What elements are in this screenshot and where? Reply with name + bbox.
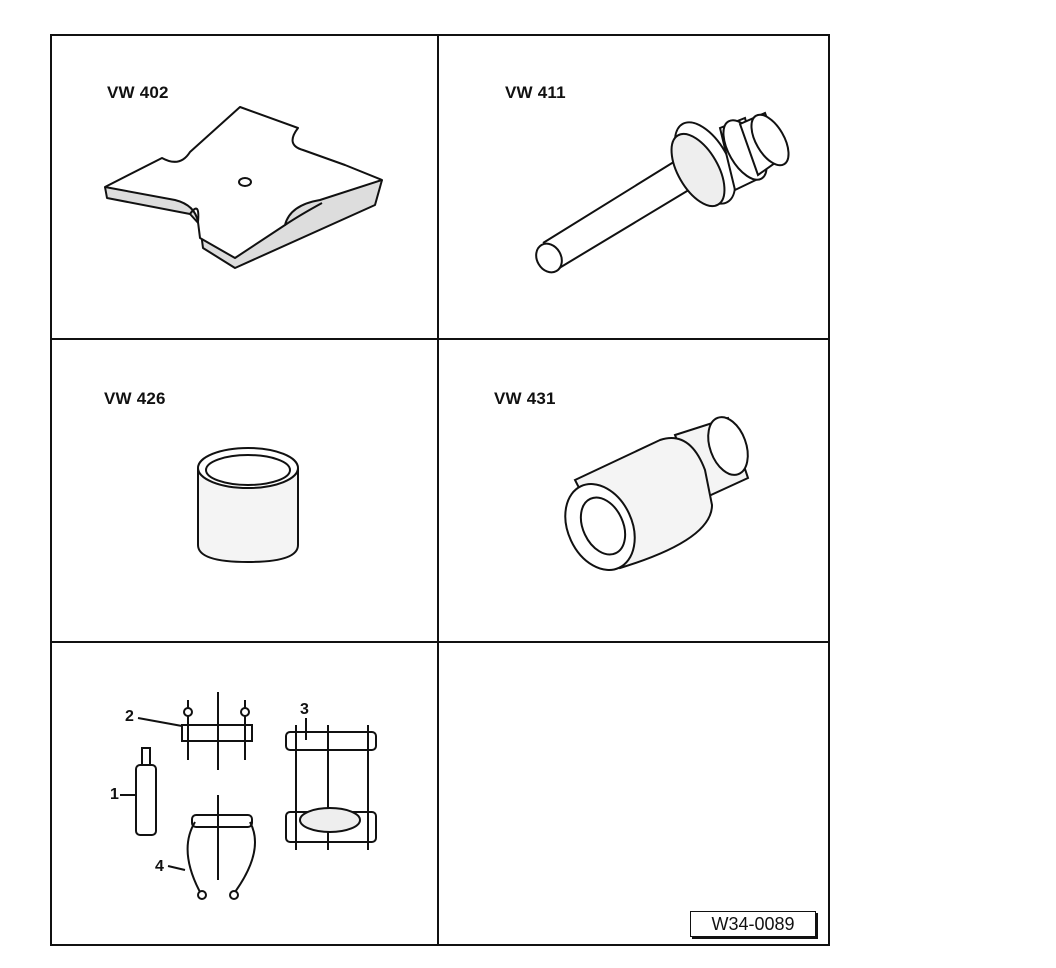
- row-divider-2: [50, 641, 830, 643]
- tool-label-vw426: VW 426: [104, 389, 166, 408]
- tool-chart-frame: [50, 34, 830, 946]
- tool-label-vw402: VW 402: [107, 83, 169, 102]
- callout-1: 1: [110, 786, 119, 803]
- figure-id-box: W34-0089: [690, 911, 816, 937]
- callout-2: 2: [125, 708, 134, 725]
- separator-part: [285, 725, 377, 850]
- callout-4: 4: [155, 858, 164, 875]
- callout-3: 3: [300, 701, 309, 718]
- tool-label-vw411: VW 411: [505, 83, 566, 102]
- column-divider: [437, 34, 439, 946]
- tool-label-vw431: VW 431: [494, 389, 556, 408]
- row-divider-1: [50, 338, 830, 340]
- bridge-part: [181, 692, 253, 770]
- slide-hammer-part: [135, 747, 157, 836]
- two-arm-puller-part: [186, 795, 256, 900]
